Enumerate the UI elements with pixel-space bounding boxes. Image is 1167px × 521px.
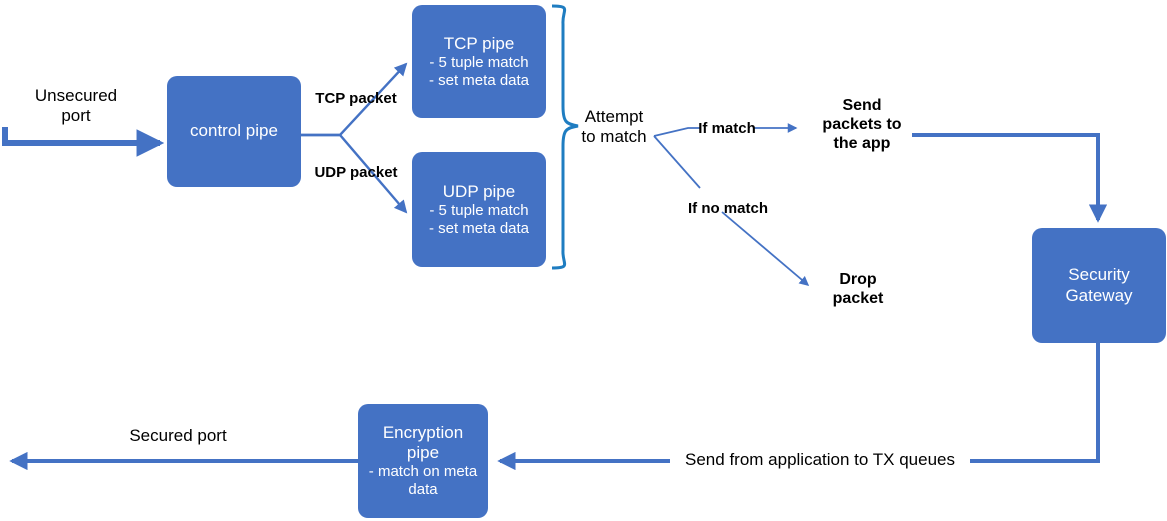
node-encryption-pipe[interactable]: Encryption pipe - match on meta data: [358, 404, 488, 518]
node-udp-pipe[interactable]: UDP pipe - 5 tuple match - set meta data: [412, 152, 546, 267]
label-tcp-packet: TCP packet: [315, 90, 397, 107]
edge-if-no-match-to-drop-packet: [721, 211, 810, 286]
node-control-pipe[interactable]: control pipe: [167, 76, 301, 187]
label-drop-packet: Drop packet: [832, 271, 884, 308]
label-if-no-match: If no match: [687, 200, 768, 217]
label-attempt-to-match: Attempt to match: [581, 107, 647, 147]
label-send-packets-to-the-app: Send packets to the app: [822, 97, 902, 153]
node-security-gateway[interactable]: Security Gateway: [1032, 228, 1166, 343]
label-unsecured-port: Unsecured port: [34, 86, 118, 126]
label-send-from-application-to-tx-queues: Send from application to TX queues: [670, 450, 970, 471]
node-udp-pipe-subtitle: - 5 tuple match - set meta data: [428, 201, 530, 237]
node-encryption-pipe-title: Encryption pipe: [382, 423, 464, 463]
edge-security-gateway-to-encryption-pipe: [497, 343, 1100, 471]
node-tcp-pipe-subtitle: - 5 tuple match - set meta data: [428, 53, 530, 89]
node-security-gateway-title: Security Gateway: [1065, 265, 1133, 305]
edge-attempt-to-match-if-match: [653, 127, 700, 137]
node-tcp-pipe-title: TCP pipe: [443, 33, 515, 53]
edge-send-packets-to-security-gateway: [912, 133, 1108, 223]
node-encryption-pipe-subtitle: - match on meta data: [368, 463, 478, 499]
node-tcp-pipe[interactable]: TCP pipe - 5 tuple match - set meta data: [412, 5, 546, 118]
label-if-match: If match: [698, 120, 756, 137]
edge-attempt-to-match-if-no-match: [653, 135, 701, 189]
label-udp-packet: UDP packet: [314, 164, 398, 181]
node-control-pipe-title: control pipe: [190, 121, 278, 141]
edge-unsecured-port-to-control-pipe: [2, 127, 165, 157]
node-udp-pipe-title: UDP pipe: [442, 181, 516, 201]
label-secured-port: Secured port: [129, 426, 227, 445]
